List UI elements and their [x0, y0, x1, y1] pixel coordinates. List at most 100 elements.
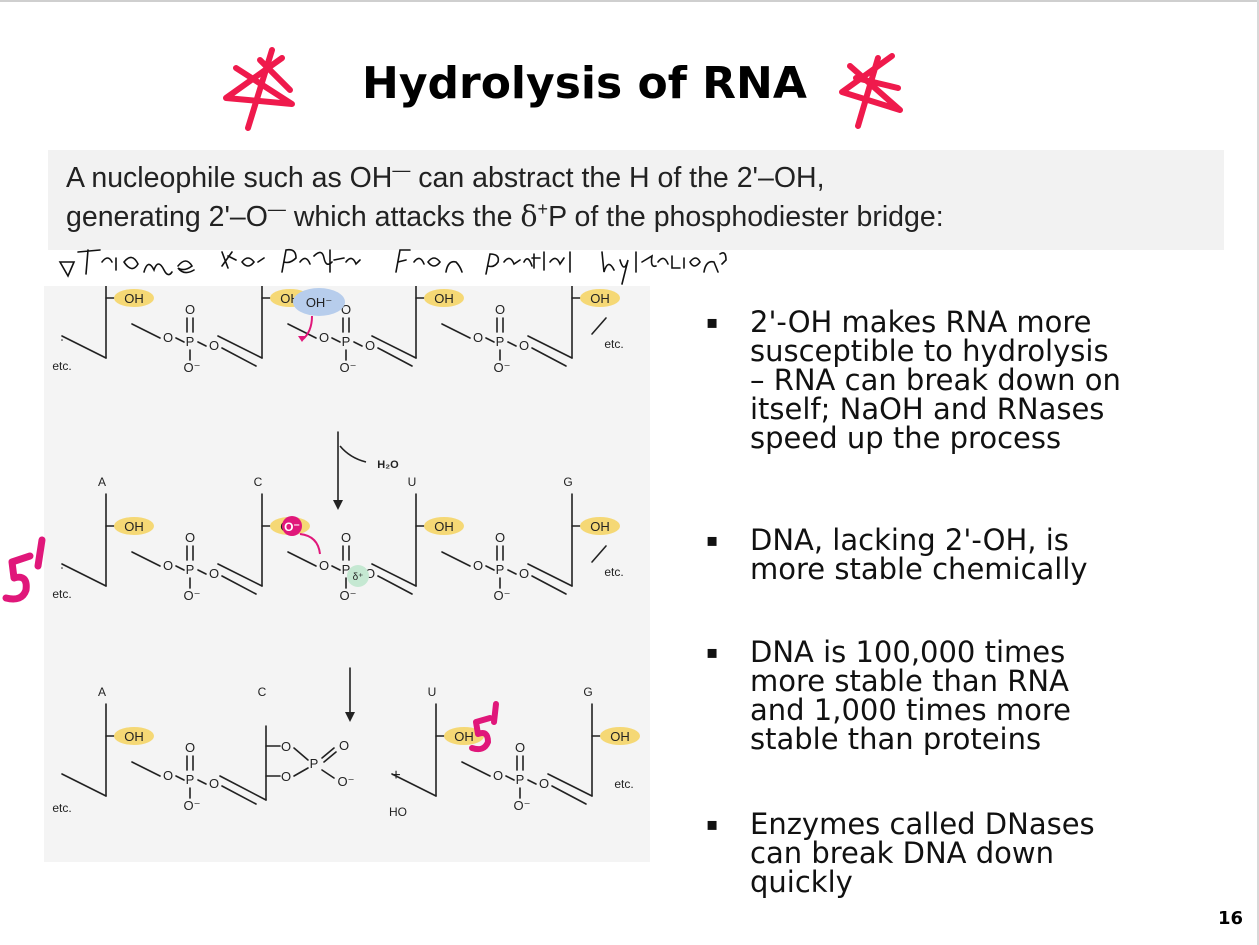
hydroxyl-highlight — [424, 517, 464, 535]
bond-line — [221, 575, 257, 595]
bullet-text-line: Enzymes called DNases — [750, 807, 1095, 841]
bullet-text-line: more stable than RNA — [750, 664, 1069, 698]
bond-line — [287, 551, 317, 567]
oxygen-label: O — [281, 739, 291, 754]
oxygen-label: O — [539, 776, 549, 791]
oxide-label: O⁻ — [184, 588, 201, 603]
oxygen-label: O — [319, 558, 329, 573]
oxygen-label: O — [185, 740, 195, 755]
oxide-label: O⁻ — [184, 360, 201, 375]
delta-symbol: δ — [520, 200, 538, 233]
hydroxyl-label: OH — [610, 729, 630, 744]
bond-line — [323, 751, 337, 763]
alkoxide-label: O⁻ — [284, 520, 300, 534]
bullet-text-line: quickly — [750, 865, 853, 899]
oxygen-label: O — [365, 338, 375, 353]
hydroxyl-highlight — [114, 517, 154, 535]
etc-label: etc. — [52, 801, 71, 815]
sugar-backbone — [219, 775, 267, 801]
bullet-mark-icon: ▪ — [706, 530, 719, 551]
bullet-text-line: – RNA can break down on — [750, 363, 1121, 397]
top-border — [0, 0, 1259, 2]
bond-line — [591, 545, 607, 563]
oxygen-label: O — [515, 740, 525, 755]
sugar-backbone — [371, 335, 417, 359]
hydroxyl-highlight — [580, 517, 620, 535]
bond-line — [131, 761, 161, 777]
oxygen-label: O — [209, 776, 219, 791]
bond-line — [175, 565, 185, 571]
hydroxyl-label: OH — [124, 519, 144, 534]
sugar-backbone — [527, 335, 573, 359]
bond-line — [551, 785, 587, 805]
phosphorus-label: P — [342, 562, 351, 577]
plus-superscript: + — [537, 199, 549, 219]
delta-bubble — [347, 565, 369, 587]
star-mark-icon — [223, 47, 295, 131]
bond-line — [531, 347, 567, 367]
bond-line — [331, 337, 341, 343]
base-label: U — [428, 685, 437, 699]
oxygen-label: O — [341, 302, 351, 317]
sugar-backbone — [61, 563, 107, 587]
bond-line — [321, 747, 335, 759]
oxygen-label: O — [341, 530, 351, 545]
sugar-backbone — [371, 563, 417, 587]
hydroxyl-label: OH — [434, 519, 454, 534]
water-arrow — [339, 445, 367, 463]
base-label: C — [254, 475, 263, 489]
reaction-scheme: AOHCOHUOHGOHetc.etc.OPOO⁻OOPOO⁻OOPOO⁻OAO… — [52, 247, 640, 819]
bond-line — [293, 767, 309, 777]
intro-text: P of the phosphodiester bridge: — [548, 201, 944, 233]
oxygen-label: O — [319, 330, 329, 345]
phosphorus-label: P — [342, 334, 351, 349]
hydroxide-bubble — [293, 288, 345, 316]
oxygen-label: O — [365, 566, 375, 581]
bond-line — [331, 565, 341, 571]
bond-line — [531, 575, 567, 595]
phosphorus-label: P — [310, 756, 319, 771]
bond-line — [175, 775, 185, 781]
bond-line — [175, 337, 185, 343]
intro-text: can abstract the H of the 2'–OH, — [410, 162, 825, 194]
bond-line — [221, 785, 257, 805]
oxide-label: O⁻ — [514, 798, 531, 813]
bullet-text-line: speed up the process — [750, 421, 1062, 455]
sugar-backbone — [547, 773, 593, 797]
bond-line — [197, 569, 207, 575]
bond-line — [591, 317, 607, 335]
bond-line — [505, 775, 515, 781]
hydroxyl-label: OH — [590, 291, 610, 306]
hydroxyl-label: OH — [434, 291, 454, 306]
five-prime-mark — [469, 701, 499, 753]
intro-line-1: A nucleophile such as OH— can abstract t… — [66, 160, 825, 195]
phosphorus-label: P — [496, 562, 505, 577]
bullet-text-line: can break DNA down — [750, 836, 1054, 870]
oxide-label: O⁻ — [494, 360, 511, 375]
sugar-backbone — [61, 335, 107, 359]
hydroxyl-label: HO — [389, 805, 407, 819]
oxygen-label: O — [163, 558, 173, 573]
bullet-text-line: DNA, lacking 2'-OH, is — [750, 523, 1069, 557]
oxygen-label: O — [473, 330, 483, 345]
phosphorus-label: P — [516, 772, 525, 787]
hydroxyl-highlight — [444, 727, 484, 745]
bullet-text-line: itself; NaOH and RNases — [750, 392, 1105, 426]
minus-superscript: — — [392, 160, 411, 180]
bond-line — [441, 323, 471, 339]
sugar-backbone — [61, 773, 107, 797]
hydroxide-label: OH⁻ — [306, 295, 332, 310]
oxide-label: O⁻ — [340, 360, 357, 375]
oxygen-label: O — [339, 738, 349, 753]
hydroxyl-label: OH — [454, 729, 474, 744]
oxide-label: O⁻ — [338, 774, 355, 789]
star-mark-icon — [839, 53, 903, 129]
delta-plus-label: δ⁺ — [353, 572, 364, 583]
hydroxyl-highlight — [600, 727, 640, 745]
arrow-head-icon — [298, 336, 306, 342]
